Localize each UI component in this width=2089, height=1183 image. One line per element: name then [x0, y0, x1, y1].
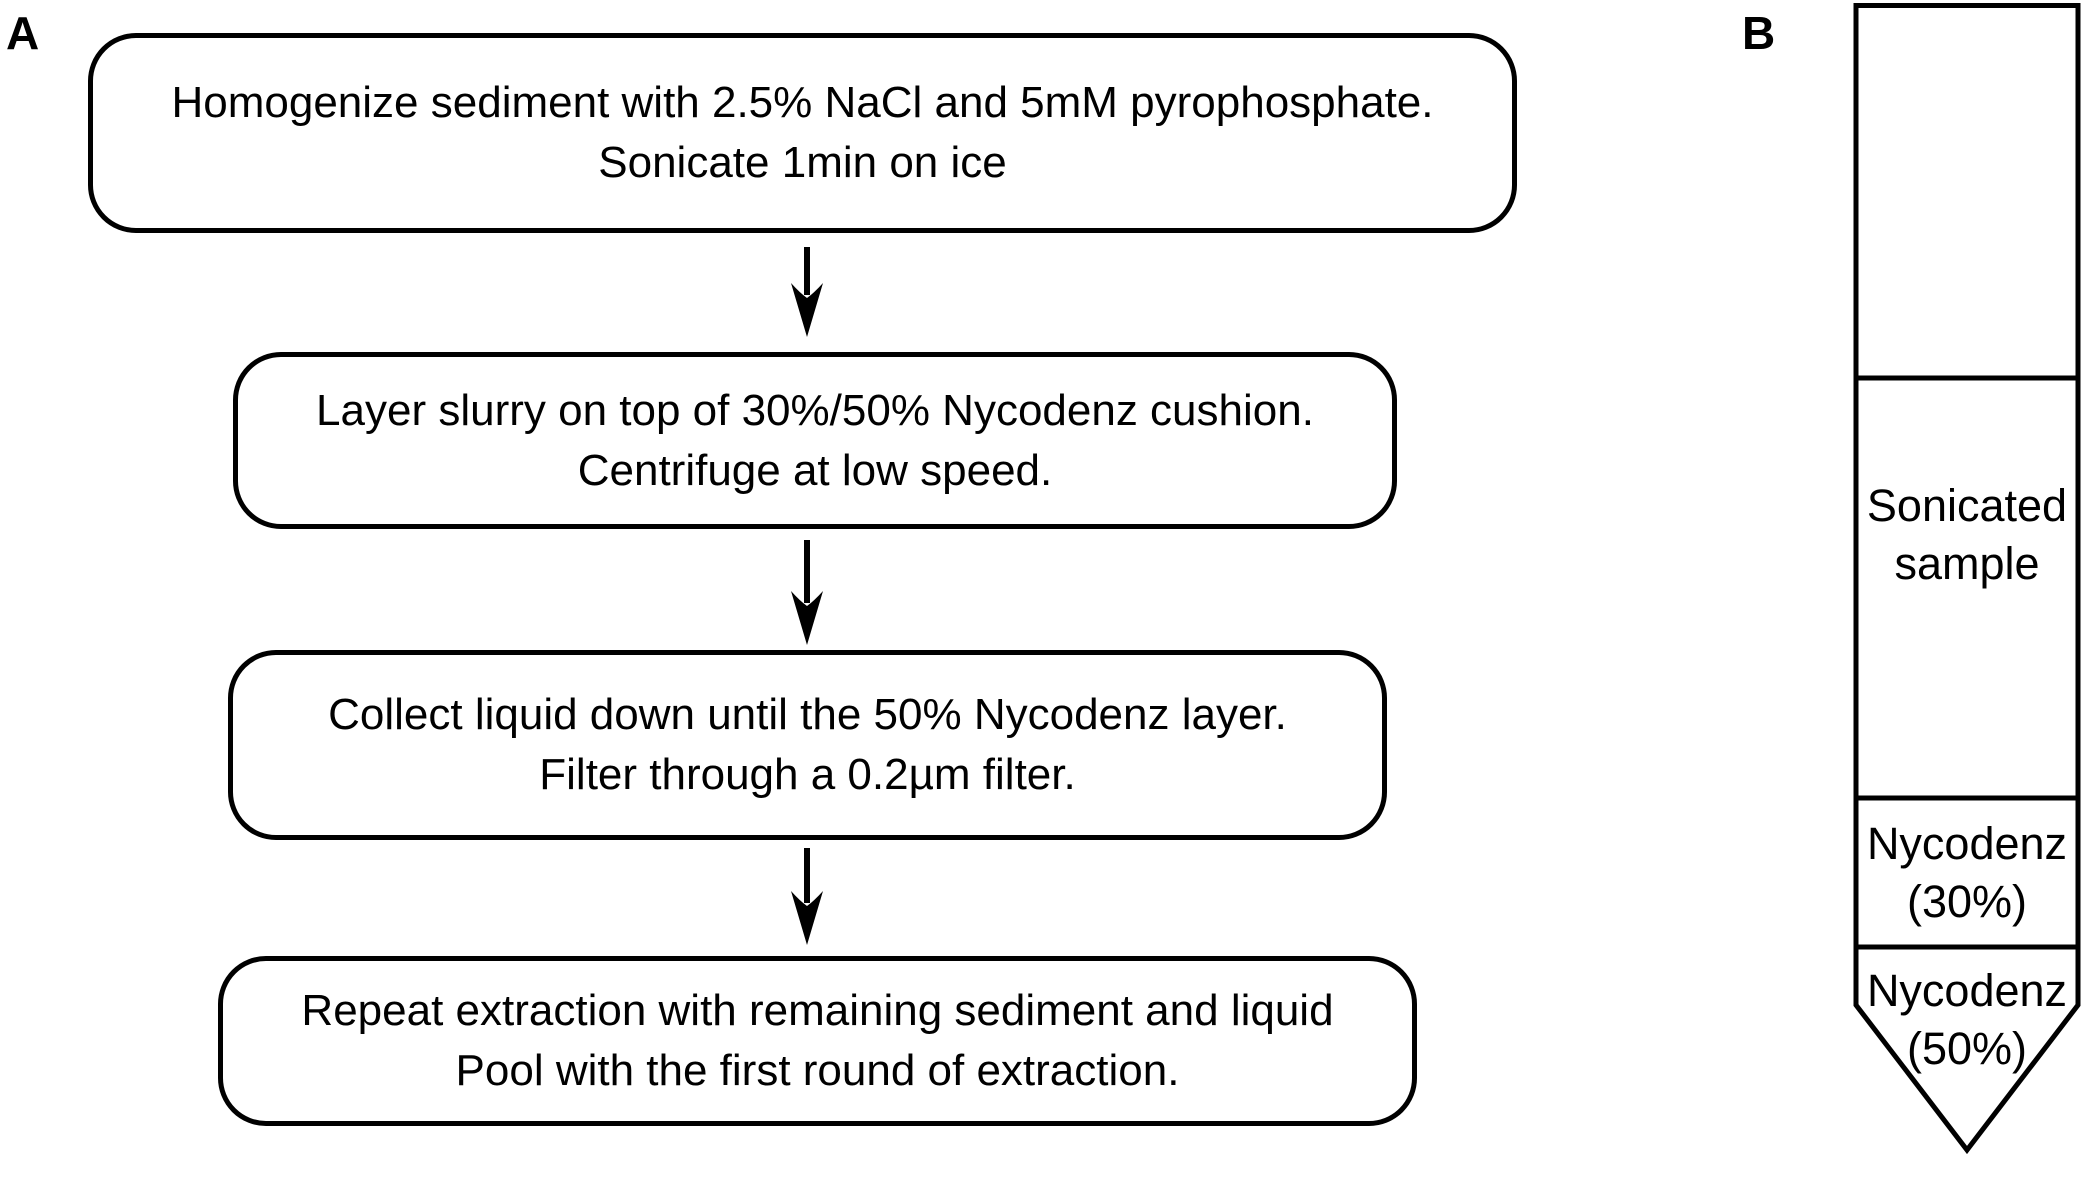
panel-a-label: A [6, 7, 40, 59]
flowchart-step-collect-liquid: Collect liquid down until the 50% Nycode… [228, 650, 1387, 840]
tube-layer-text-line: Nycodenz [1866, 965, 2068, 1016]
tube-layer-text-line: Nycodenz [1866, 818, 2068, 869]
tube-layer-nycodenz-30: Nycodenz (30%) [1856, 815, 2078, 931]
tube-layer-text-line: (50%) [1906, 1023, 2028, 1074]
tube-outline [1853, 3, 2081, 1155]
centrifuge-tube-diagram [1853, 3, 2081, 1155]
step-text-line: Pool with the first round of extraction. [455, 1046, 1180, 1095]
flowchart-step-repeat-extraction: Repeat extraction with remaining sedimen… [218, 956, 1417, 1126]
flowchart-step-homogenize: Homogenize sediment with 2.5% NaCl and 5… [88, 33, 1517, 233]
tube-layer-sonicated-sample: Sonicated sample [1856, 477, 2078, 593]
down-arrow-icon [791, 848, 823, 945]
step-text-line: Sonicate 1min on ice [598, 138, 1007, 187]
step-text-line: Filter through a 0.2µm filter. [539, 750, 1076, 799]
step-text-line: Homogenize sediment with 2.5% NaCl and 5… [171, 78, 1434, 127]
step-text-line: Centrifuge at low speed. [577, 445, 1053, 495]
step-text-line: Repeat extraction with remaining sedimen… [301, 986, 1334, 1035]
tube-layer-nycodenz-50: Nycodenz (50%) [1856, 962, 2078, 1078]
tube-layer-text-line: Sonicated [1866, 480, 2068, 531]
panel-b-label: B [1742, 7, 1776, 59]
down-arrow-icon [791, 540, 823, 645]
tube-layer-text-line: sample [1894, 538, 2040, 589]
flowchart-step-layer-slurry: Layer slurry on top of 30%/50% Nycodenz … [233, 352, 1397, 529]
step-text-line: Layer slurry on top of 30%/50% Nycodenz … [316, 385, 1314, 435]
down-arrow-icon [791, 247, 823, 337]
step-text-line: Collect liquid down until the 50% Nycode… [328, 690, 1287, 739]
tube-layer-text-line: (30%) [1906, 876, 2028, 927]
